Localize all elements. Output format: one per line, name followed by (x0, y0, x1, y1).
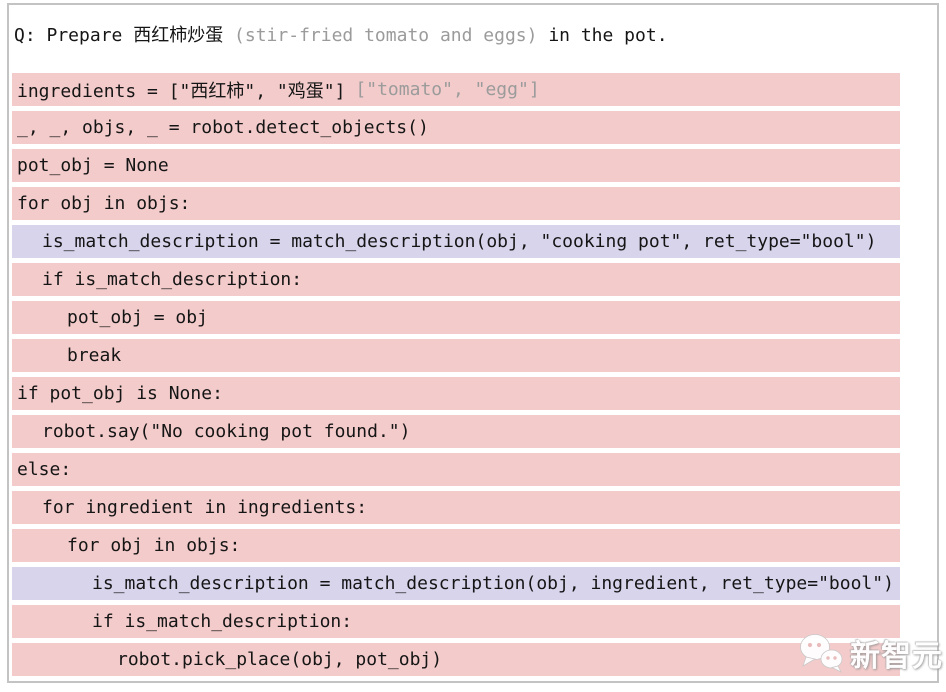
watermark-label: 新智元 (850, 639, 943, 674)
code-text: is_match_description = match_description… (42, 231, 877, 252)
code-row: robot.say("No cooking pot found.") (12, 415, 900, 448)
question-title-prefix: Q: Prepare 西红柿炒蛋 (14, 25, 235, 46)
code-row: for obj in objs: (12, 187, 900, 220)
code-text: for obj in objs: (67, 535, 241, 556)
code-row: pot_obj = obj (12, 301, 900, 334)
question-title: Q: Prepare 西红柿炒蛋 (stir-fried tomato and … (14, 23, 937, 49)
watermark: 新智元 (798, 629, 942, 677)
chat-bubbles-icon (798, 632, 844, 674)
code-text: if pot_obj is None: (17, 383, 223, 404)
code-row: if is_match_description: (12, 605, 900, 638)
code-row: break (12, 339, 900, 372)
code-text: pot_obj = None (17, 155, 169, 176)
code-text: ingredients = ["西红柿", "鸡蛋"] (17, 80, 346, 102)
code-row: pot_obj = None (12, 149, 900, 182)
code-text: _, _, objs, _ = robot.detect_objects() (17, 117, 429, 138)
code-text: robot.pick_place(obj, pot_obj) (117, 649, 443, 670)
code-row: for obj in objs: (12, 529, 900, 562)
code-block: ingredients = ["西红柿", "鸡蛋"] ["tomato", "e… (12, 73, 900, 676)
code-gray-text: ["tomato", "egg"] (355, 79, 540, 100)
code-text: if is_match_description: (42, 269, 303, 290)
code-row: is_match_description = match_description… (12, 225, 900, 258)
code-text: robot.say("No cooking pot found.") (42, 421, 411, 442)
code-row: if pot_obj is None: (12, 377, 900, 410)
code-row: for ingredient in ingredients: (12, 491, 900, 524)
figure-frame: Q: Prepare 西红柿炒蛋 (stir-fried tomato and … (7, 3, 939, 683)
code-row: if is_match_description: (12, 263, 900, 296)
code-row: ingredients = ["西红柿", "鸡蛋"] ["tomato", "e… (12, 73, 900, 106)
code-text: for obj in objs: (17, 193, 191, 214)
code-text: break (67, 345, 122, 366)
code-text: else: (17, 459, 72, 480)
code-text: pot_obj = obj (67, 307, 208, 328)
code-text: for ingredient in ingredients: (42, 497, 368, 518)
code-text: if is_match_description: (92, 611, 353, 632)
question-title-suffix: in the pot. (537, 25, 668, 46)
code-row: else: (12, 453, 900, 486)
code-text: is_match_description = match_description… (92, 573, 894, 594)
code-row: is_match_description = match_description… (12, 567, 900, 600)
code-row: _, _, objs, _ = robot.detect_objects() (12, 111, 900, 144)
code-row: robot.pick_place(obj, pot_obj) (12, 643, 900, 676)
question-title-translation: (stir-fried tomato and eggs) (234, 25, 538, 46)
